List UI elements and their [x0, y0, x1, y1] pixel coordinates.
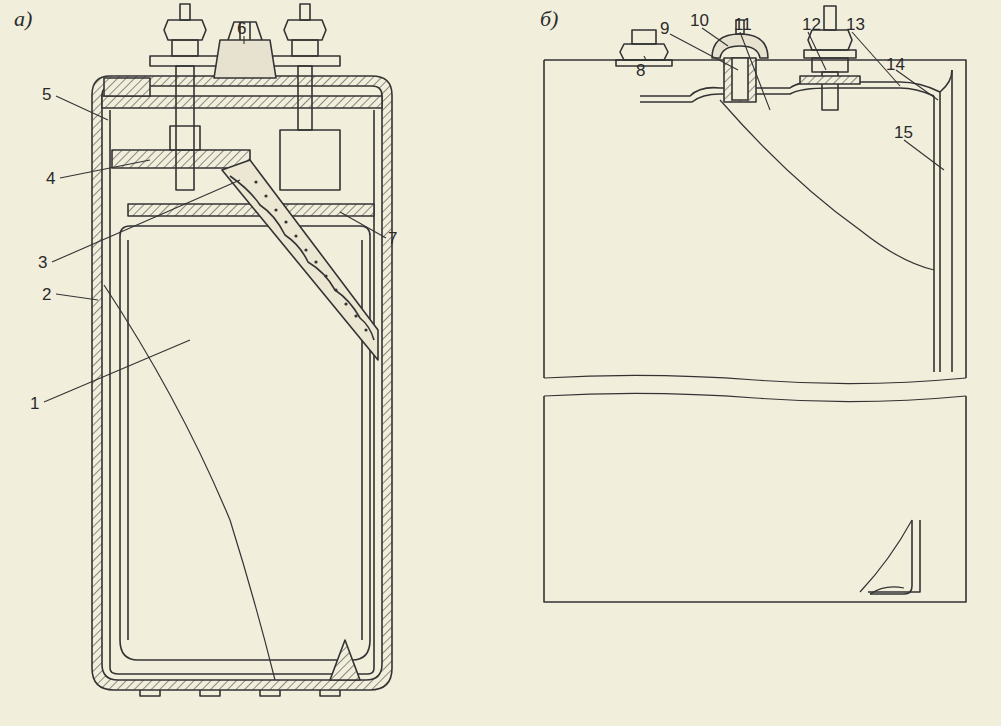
view-label: а): [14, 8, 32, 30]
callout-number: 8: [636, 62, 645, 79]
callout-number: 9: [660, 20, 669, 37]
callout-number: 13: [846, 16, 865, 33]
callout-number: 11: [734, 16, 752, 33]
callout-number: 10: [690, 12, 709, 29]
callout-number: 15: [894, 124, 913, 141]
callout-number: 14: [886, 56, 905, 73]
callout-number: 2: [42, 286, 51, 303]
callout-number: 5: [42, 86, 51, 103]
callout-number: 1: [30, 395, 39, 412]
callout-number: 12: [802, 16, 821, 33]
callout-number: 6: [237, 20, 246, 37]
callout-number: 4: [46, 170, 55, 187]
callout-number: 3: [38, 254, 47, 271]
view-label: б): [540, 8, 558, 30]
callout-number: 7: [388, 230, 397, 247]
